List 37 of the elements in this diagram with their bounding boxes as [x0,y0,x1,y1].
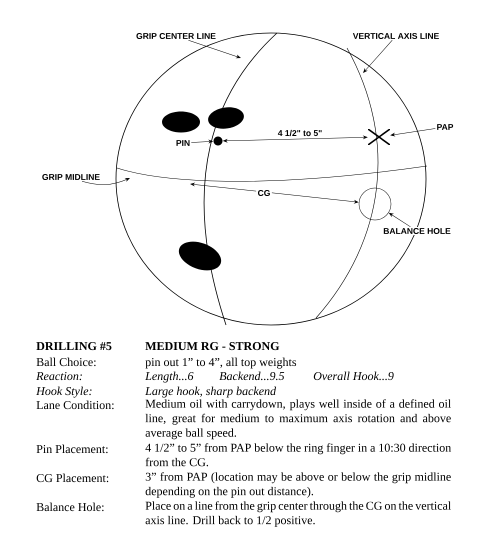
edge-label: 4 1/2" to 5" [276,128,324,138]
leader-line [82,178,130,185]
row-text: Backend...9.5 [219,372,284,380]
pin-label: PIN [174,139,192,147]
row-label: Ball Choice: [36,358,96,366]
row-text: pin out 1” to 4”, all top weights [145,358,296,369]
arrow [389,212,411,228]
row-text: Place on a line from the grip center through the CG on the vertical axis line. Drill back to 1/2 positive. [146,501,451,527]
line-label: GRIP CENTER LINE [135,32,217,40]
row-label: Reaction: [36,372,82,380]
row-text: Large hook, sharp backend [145,386,276,398]
row-heading: MEDIUM RG - STRONG [145,342,280,350]
leader-line [363,40,392,73]
pin-dot [214,136,222,146]
row-text: Medium oil with carrydown, plays well inside of a defined oil line, great for medium to maximum axis rotation and above average ball speed. [145,399,451,440]
row-label: Lane Condition: [36,400,114,410]
dimension-arrow [190,182,358,204]
line-label: VERTICAL AXIS LINE [352,32,440,40]
row-text: 4 1/2” to 5” from PAP below the ring finger in a 10:30 direction from the CG. [145,443,452,466]
row-text: 3” from PAP (location may be above or below the grip midline depending on the pin out distance). [146,472,451,498]
row-text: Length...6 [145,372,194,383]
arrow [191,140,213,144]
line-label: GRIP MIDLINE [40,173,102,181]
hole-label: BALANCE HOLE [382,227,452,235]
edge-label: CG [256,188,272,198]
arrow [390,128,436,136]
pap-label: PAP [436,123,454,131]
row-text: Overall Hook...9 [314,372,394,380]
row-heading: DRILLING #5 [36,342,112,350]
leader-line [188,40,241,58]
row-label: Balance Hole: [36,502,104,512]
row-label: Pin Placement: [36,444,108,454]
balance-hole-circle [358,188,392,220]
pap-cross [368,129,390,145]
dimension-arrow [223,136,368,142]
row-label: CG Placement: [36,474,108,482]
row-label: Hook Style: [36,386,92,398]
